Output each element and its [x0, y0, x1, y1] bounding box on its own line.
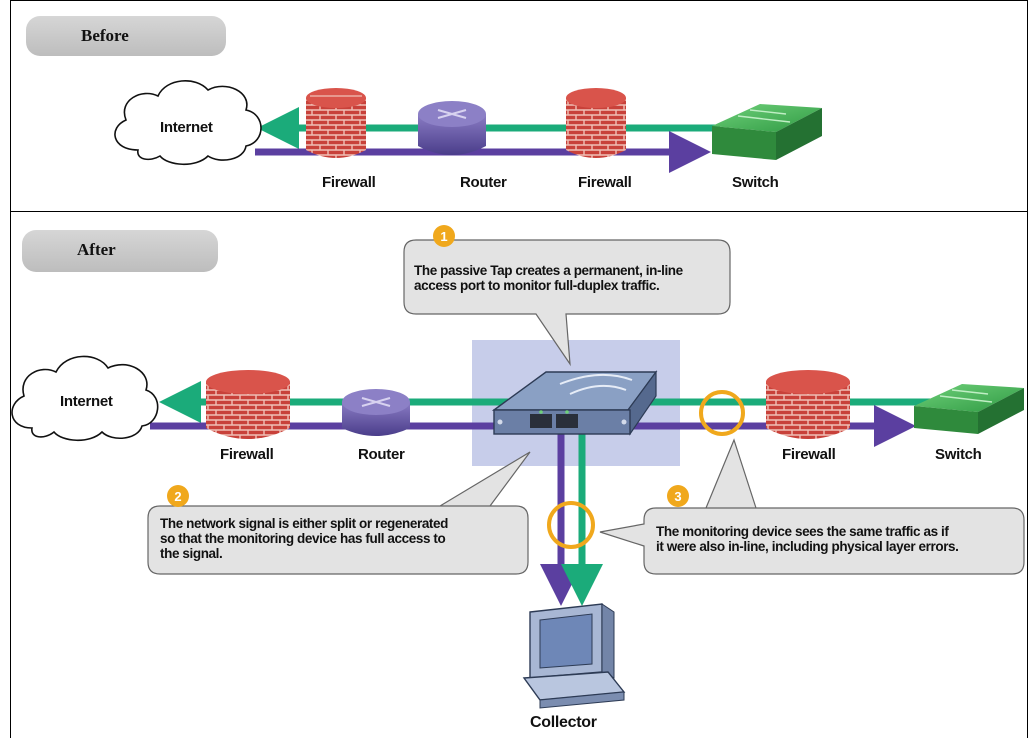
switch-label: Switch: [935, 446, 982, 463]
passive-tap-icon: [491, 370, 658, 436]
collector-label: Collector: [530, 714, 597, 731]
after-section-label: After: [22, 230, 218, 272]
switch-icon: [712, 104, 822, 160]
internet-cloud-icon: [114, 80, 262, 166]
firewall-label: Firewall: [578, 174, 632, 191]
diagram-frame: [10, 0, 1028, 738]
callout-badge-3: 3: [667, 485, 689, 507]
internet-cloud-icon: [11, 355, 159, 442]
after-diagram: 1 2 3: [11, 225, 1025, 709]
callout-2-line-1: The network signal is either split or re…: [160, 516, 448, 531]
callout-3-text: The monitoring device sees the same traf…: [656, 524, 959, 554]
router-icon: [418, 101, 486, 155]
callout-2-text: The network signal is either split or re…: [160, 516, 448, 561]
callout-bubble-3: [599, 438, 1025, 575]
internet-label: Internet: [60, 393, 113, 410]
collector-computer-icon: [522, 603, 626, 709]
firewall-icon: [766, 370, 850, 439]
switch-label: Switch: [732, 174, 779, 191]
firewall-icon: [306, 88, 366, 158]
before-label-text: Before: [81, 26, 129, 45]
callout-1-text: The passive Tap creates a permanent, in-…: [414, 263, 683, 293]
callout-bubble-1: [403, 239, 731, 367]
callout-3-line-1: The monitoring device sees the same traf…: [656, 524, 949, 539]
firewall-label: Firewall: [782, 446, 836, 463]
callout-1-line-2: access port to monitor full-duplex traff…: [414, 278, 660, 293]
callout-badge-1-number: 1: [440, 229, 447, 244]
firewall-label: Firewall: [220, 446, 274, 463]
monitoring-point-circle: [547, 501, 595, 549]
monitoring-point-circle: [699, 390, 745, 436]
firewall-label: Firewall: [322, 174, 376, 191]
callout-1-line-1: The passive Tap creates a permanent, in-…: [414, 263, 683, 278]
callout-badge-3-number: 3: [674, 489, 681, 504]
router-label: Router: [358, 446, 405, 463]
callout-badge-2-number: 2: [174, 489, 181, 504]
before-diagram: [114, 80, 822, 173]
callout-3-line-2: it were also in-line, including physical…: [656, 539, 959, 554]
router-icon: [342, 389, 410, 436]
callout-bubble-2: [147, 451, 531, 575]
switch-icon: [914, 384, 1024, 434]
internet-label: Internet: [160, 119, 213, 136]
callout-2-line-3: the signal.: [160, 546, 223, 561]
section-divider: [10, 211, 1028, 212]
firewall-icon: [566, 88, 626, 158]
callout-badge-1: 1: [433, 225, 455, 247]
before-section-label: Before: [26, 16, 226, 56]
callout-2-line-2: so that the monitoring device has full a…: [160, 531, 446, 546]
firewall-icon: [206, 370, 290, 439]
router-label: Router: [460, 174, 507, 191]
callout-badge-2: 2: [167, 485, 189, 507]
after-label-text: After: [77, 240, 116, 259]
